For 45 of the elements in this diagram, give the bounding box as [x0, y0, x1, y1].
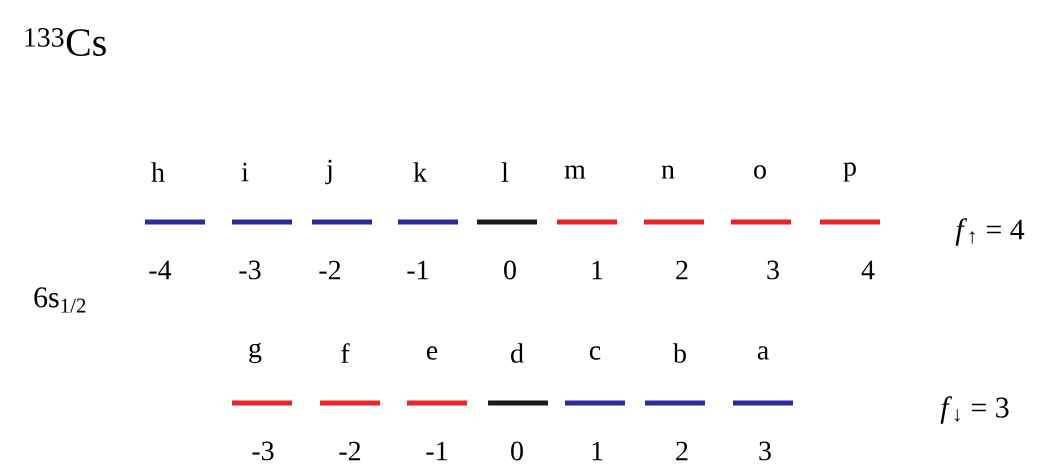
node-label: 1: [592, 260, 603, 280]
node-label: p: [843, 162, 856, 182]
node-label: o: [754, 165, 766, 179]
energy-level: p 4: [820, 162, 880, 280]
node-label: f: [341, 343, 350, 363]
node-label: d: [511, 343, 524, 363]
energy-level: e -1: [407, 346, 467, 461]
node-label: n: [661, 165, 675, 179]
node-label: -4: [149, 260, 172, 280]
node-label: 3: [767, 260, 779, 280]
node-label: 1: [592, 441, 603, 461]
node-label: m: [564, 165, 586, 179]
node-label: j: [325, 159, 332, 185]
energy-level: g -3: [232, 342, 292, 461]
node-label: h: [151, 162, 165, 182]
level-label: f$_{↓}$ = 3: [940, 396, 1009, 424]
energy-level: d 0: [488, 343, 548, 461]
level-label: f$_{↑}$ = 4: [955, 218, 1025, 246]
node-label: c: [589, 346, 601, 360]
energy-level: h -4: [145, 162, 205, 280]
node-label: -2: [319, 260, 341, 280]
node-label: -3: [252, 441, 274, 461]
energy-level: c 1: [565, 346, 625, 461]
node-label: k: [413, 162, 427, 182]
node-label: g: [249, 342, 262, 364]
energy-level: b 2: [645, 343, 705, 461]
energy-level: a 3: [733, 346, 793, 461]
energy-level: f -2: [320, 343, 380, 461]
node-label: 3: [759, 441, 771, 461]
node-label: 4: [861, 260, 875, 280]
node-label: i: [241, 162, 249, 182]
node-label: a: [757, 346, 769, 360]
isotope-label: $^{133}$Cs: [25, 28, 106, 56]
node-label: l: [501, 162, 509, 182]
state-label: 6s$_{1/2}$: [34, 287, 86, 313]
node-label: 2: [676, 441, 688, 461]
node-label: -3: [239, 260, 261, 280]
node-label: b: [673, 343, 686, 363]
node-label: e: [426, 346, 438, 360]
node-label: -1: [407, 260, 428, 280]
node-label: -2: [339, 441, 361, 461]
node-label: -1: [426, 441, 447, 461]
node-label: 2: [676, 260, 688, 280]
node-label: 0: [511, 441, 523, 461]
node-label: 0: [504, 260, 516, 280]
